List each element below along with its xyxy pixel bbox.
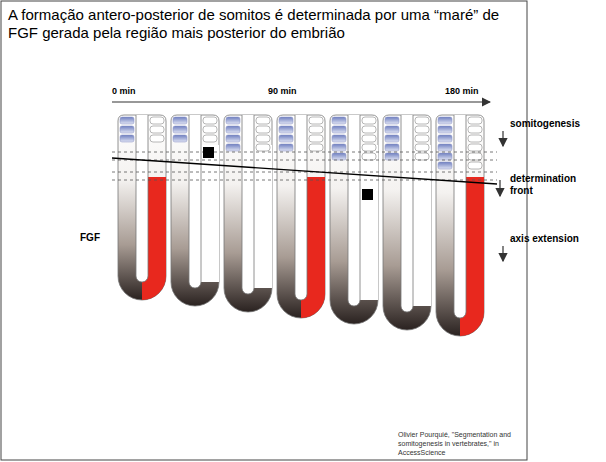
right-arm [413,145,431,306]
somite [468,135,482,142]
slide-title: A formação antero-posterior de somitos é… [8,6,513,42]
somite [173,117,187,124]
somite [362,126,376,133]
somite [150,117,164,124]
somite [415,126,429,133]
somite [438,135,452,142]
embryo-body [224,115,272,312]
somite [256,144,270,151]
neural-tube [189,115,201,288]
somite [415,144,429,151]
somite [362,144,376,151]
somite [309,144,323,151]
somite [279,144,293,151]
somite [415,135,429,142]
somite [173,126,187,133]
somite [226,117,240,124]
marked-cell [203,147,214,158]
somite [332,117,346,124]
marked-cell [362,189,373,200]
embryo-body [277,115,325,318]
somite [309,126,323,133]
somite [279,117,293,124]
right-arm [360,145,378,300]
somite [309,117,323,124]
neural-tube [401,115,413,312]
somite [438,126,452,133]
somite [279,126,293,133]
somite [226,144,240,151]
somite [415,117,429,124]
somite [332,153,346,160]
somite [332,126,346,133]
somite [385,144,399,151]
somite [438,153,452,160]
process-label: axis extension [510,233,604,244]
embryo-body [171,115,219,306]
right-arm [254,145,272,288]
somite [226,126,240,133]
gradient-label: FGF [80,232,100,243]
somite [332,144,346,151]
somite [385,126,399,133]
neural-tube [242,115,254,294]
neural-tube [348,115,360,306]
somite [468,144,482,151]
somite [438,162,452,169]
somite [362,153,376,160]
somite [415,153,429,160]
side-arrows [500,131,503,261]
somite [332,135,346,142]
slide-border [1,1,527,460]
somite [226,135,240,142]
somite [362,135,376,142]
time-label: 90 min [268,86,297,96]
embryo-body [383,115,431,330]
somite [150,135,164,142]
somite [385,153,399,160]
somite [256,126,270,133]
somite [256,117,270,124]
somite [468,162,482,169]
somite [468,117,482,124]
time-label: 180 min [445,86,479,96]
somite [309,135,323,142]
somite [120,117,134,124]
somite [120,135,134,142]
somite [120,126,134,133]
dashed-guides [112,152,497,180]
somite [438,144,452,151]
somite [256,135,270,142]
process-label: determination front [510,173,590,197]
neural-tube [295,115,307,300]
embryo-body [118,115,166,300]
somite [385,135,399,142]
somite [203,117,217,124]
somite [173,135,187,142]
neural-tube [454,115,466,318]
somite [203,126,217,133]
neural-tube [136,115,148,282]
somite [438,117,452,124]
somite [468,126,482,133]
embryo-series [118,115,484,336]
process-label: somitogenesis [510,118,604,129]
somite [279,135,293,142]
embryo-body [330,115,378,324]
somite [468,153,482,160]
embryo-body [436,115,484,336]
somite [203,135,217,142]
source-caption: Olivier Pourquié, "Segmentation and somi… [398,430,523,457]
somite [385,117,399,124]
somite [362,117,376,124]
front-line [112,158,497,184]
time-arrow [112,101,490,102]
time-label: 0 min [112,86,136,96]
somite [150,126,164,133]
